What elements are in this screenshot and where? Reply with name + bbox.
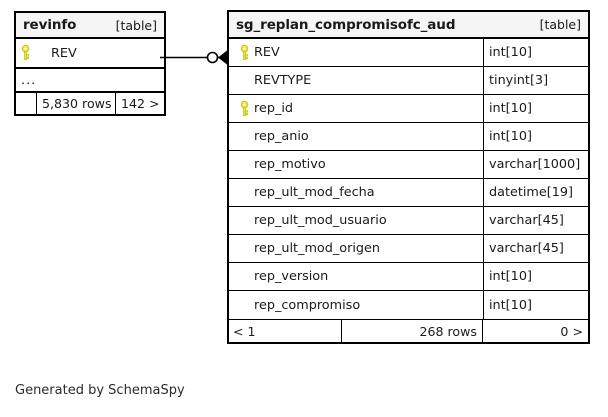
column-name-text: rep_id bbox=[254, 101, 294, 116]
column-name-text: rep_version bbox=[254, 269, 329, 284]
entity-footer-sg-replan-compromisofc-aud: < 1 268 rows 0 > bbox=[229, 319, 588, 342]
column-type-text: int[10] bbox=[483, 95, 588, 122]
column-name-cell: REV bbox=[16, 39, 164, 67]
column-type-text: int[10] bbox=[483, 263, 588, 290]
column-name-cell: rep_version bbox=[229, 263, 483, 290]
table-row[interactable]: rep_ult_mod_origen varchar[45] bbox=[229, 235, 588, 263]
column-type-text: int[10] bbox=[483, 291, 588, 319]
column-name-text: REV bbox=[51, 45, 77, 61]
column-name-text: rep_compromiso bbox=[254, 297, 361, 313]
column-type-text: varchar[45] bbox=[483, 235, 588, 262]
column-list-sg-replan-compromisofc-aud: REV int[10] REVTYPE tinyint[3] rep_id int[10]… bbox=[229, 39, 588, 319]
entity-title-revinfo: revinfo bbox=[23, 17, 77, 33]
table-row[interactable]: rep_ult_mod_usuario varchar[45] bbox=[229, 207, 588, 235]
column-name-cell: REV bbox=[229, 39, 483, 66]
truncated-columns-indicator: ... bbox=[16, 67, 164, 91]
table-row[interactable]: REV bbox=[16, 39, 164, 67]
column-name-cell: rep_ult_mod_fecha bbox=[229, 179, 483, 206]
column-type-text: varchar[1000] bbox=[483, 151, 588, 178]
relationship-connector-revinfo-to-aud bbox=[160, 44, 232, 72]
column-type-text: int[10] bbox=[483, 123, 588, 150]
footer-blank-cell bbox=[16, 93, 37, 114]
entity-table-revinfo[interactable]: revinfo [table] REV bbox=[14, 11, 166, 116]
entity-table-sg-replan-compromisofc-aud[interactable]: sg_replan_compromisofc_aud [table] REV in… bbox=[227, 10, 590, 344]
footer-next-page-link[interactable]: 0 > bbox=[560, 323, 583, 339]
primary-key-icon bbox=[235, 100, 254, 117]
column-name-text: rep_ult_mod_origen bbox=[254, 241, 381, 256]
column-type-text: varchar[45] bbox=[483, 207, 588, 234]
table-row[interactable]: rep_version int[10] bbox=[229, 263, 588, 291]
column-type-text: datetime[19] bbox=[483, 179, 588, 206]
column-name-text: rep_motivo bbox=[254, 157, 326, 172]
footer-row-count: 268 rows bbox=[342, 320, 483, 342]
column-name-text: rep_ult_mod_fecha bbox=[254, 185, 375, 200]
primary-key-icon bbox=[235, 44, 254, 61]
column-name-cell: rep_ult_mod_usuario bbox=[229, 207, 483, 234]
table-row[interactable]: REVTYPE tinyint[3] bbox=[229, 67, 588, 95]
column-type-text: tinyint[3] bbox=[483, 67, 588, 94]
column-name-cell: rep_motivo bbox=[229, 151, 483, 178]
primary-key-icon bbox=[16, 45, 35, 61]
column-name-text: rep_ult_mod_usuario bbox=[254, 213, 387, 228]
entity-footer-revinfo: 5,830 rows 142 > bbox=[16, 91, 164, 114]
column-name-cell: REVTYPE bbox=[229, 67, 483, 94]
column-name-cell: rep_anio bbox=[229, 123, 483, 150]
column-list-revinfo: REV bbox=[16, 39, 164, 67]
column-name-text: REV bbox=[254, 45, 280, 60]
entity-header-revinfo[interactable]: revinfo [table] bbox=[16, 13, 164, 39]
column-name-text: rep_anio bbox=[254, 129, 309, 144]
footer-row-count: 5,830 rows bbox=[37, 93, 116, 114]
entity-kind-label-sg-replan-compromisofc-aud: [table] bbox=[539, 17, 581, 32]
column-name-cell: rep_ult_mod_origen bbox=[229, 235, 483, 262]
column-name-cell: rep_id bbox=[229, 95, 483, 122]
table-row[interactable]: REV int[10] bbox=[229, 39, 588, 67]
table-row[interactable]: rep_motivo varchar[1000] bbox=[229, 151, 588, 179]
entity-header-sg-replan-compromisofc-aud[interactable]: sg_replan_compromisofc_aud [table] bbox=[229, 12, 588, 39]
column-name-text: REVTYPE bbox=[254, 73, 312, 88]
column-type-text: int[10] bbox=[483, 39, 588, 66]
entity-kind-label-revinfo: [table] bbox=[115, 17, 157, 33]
footer-related-tables-link[interactable]: 142 > bbox=[121, 96, 160, 111]
column-name-cell: rep_compromiso bbox=[229, 291, 483, 319]
table-row[interactable]: rep_anio int[10] bbox=[229, 123, 588, 151]
table-row[interactable]: rep_ult_mod_fecha datetime[19] bbox=[229, 179, 588, 207]
generated-by-caption: Generated by SchemaSpy bbox=[15, 383, 185, 398]
footer-prev-page-link[interactable]: < 1 bbox=[229, 320, 342, 342]
table-row[interactable]: rep_compromiso int[10] bbox=[229, 291, 588, 319]
entity-title-sg-replan-compromisofc-aud: sg_replan_compromisofc_aud bbox=[236, 16, 456, 33]
table-row[interactable]: rep_id int[10] bbox=[229, 95, 588, 123]
